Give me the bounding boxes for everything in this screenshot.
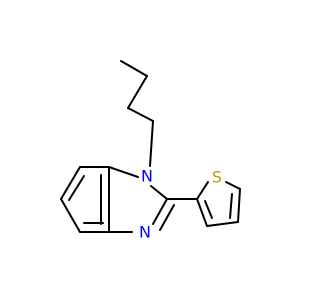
bond-th-c3-c2-double (204, 200, 213, 219)
molecule-structure: N N S (60, 60, 241, 242)
bond-th-c3-c2 (196, 198, 208, 227)
bond-c2-c3 (127, 75, 148, 109)
bond-n1-c7a (108, 166, 139, 178)
bond-th-c4-c3 (206, 221, 239, 227)
butyl-chain (120, 60, 154, 167)
bond-n1-c2 (150, 185, 168, 200)
thiophene-ring (196, 181, 241, 227)
atom-n1: N (141, 167, 153, 186)
bond-c4-n1 (149, 120, 154, 167)
atom-s1: S (212, 168, 222, 187)
bond-c2-n3 (152, 198, 168, 225)
bond-c1-c2 (120, 60, 148, 77)
benzene-ring (60, 166, 110, 233)
atom-n3: N (139, 223, 151, 242)
atom-label-n3: N (139, 223, 151, 242)
bond-c7-c6-double (68, 175, 85, 201)
bond-c7-c6 (60, 166, 81, 200)
bond-c2-n3-double (159, 204, 175, 231)
imidazole-ring (108, 166, 175, 233)
bond-th-c2-s (196, 181, 209, 200)
bond-th-c5-c4 (237, 188, 241, 223)
atom-label-s1: S (212, 168, 222, 187)
bond-th-s-c5 (225, 181, 241, 190)
bond-c3-c4 (127, 107, 154, 122)
atom-label-n1: N (141, 167, 153, 186)
bond-th-c5-c4-double (229, 193, 233, 219)
bond-c6-c5 (60, 198, 81, 233)
